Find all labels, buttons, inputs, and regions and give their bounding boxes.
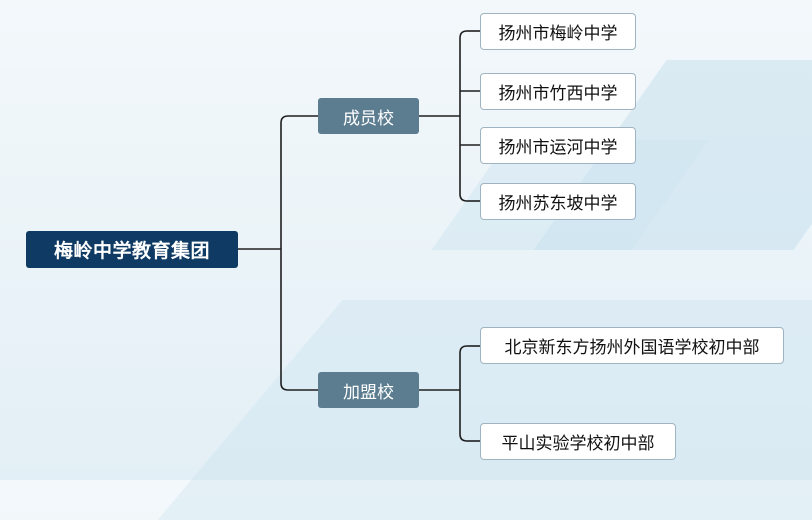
connector-member-trunk (459, 30, 468, 202)
connector-lines (238, 30, 480, 442)
school-node: 扬州苏东坡中学 (480, 183, 636, 220)
school-node: 扬州市运河中学 (480, 127, 636, 164)
school-node: 扬州市梅岭中学 (480, 13, 636, 50)
school-node: 北京新东方扬州外国语学校初中部 (480, 327, 784, 364)
connector-alliance-trunk (459, 345, 468, 442)
school-node: 扬州市竹西中学 (480, 73, 636, 110)
connector-root-trunk (280, 115, 289, 391)
group-node-member: 成员校 (318, 98, 419, 134)
root-node: 梅岭中学教育集团 (26, 231, 238, 268)
school-node: 平山实验学校初中部 (480, 423, 676, 460)
group-node-alliance: 加盟校 (318, 372, 419, 408)
